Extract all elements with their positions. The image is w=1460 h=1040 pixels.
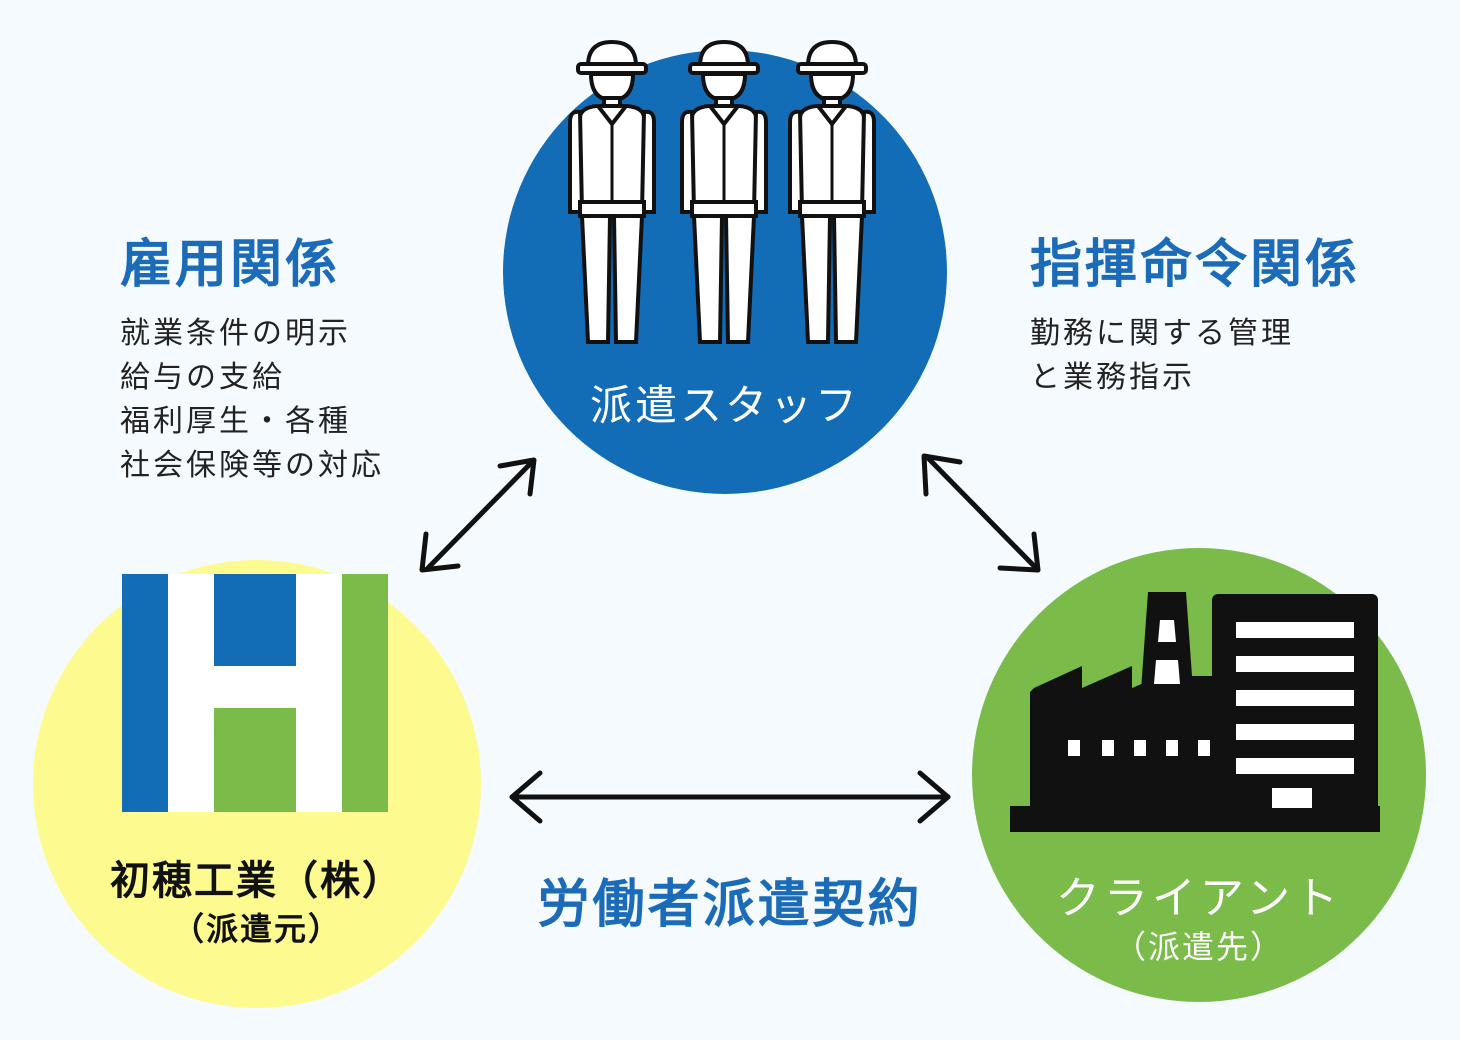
factory-building-icon <box>1010 592 1380 832</box>
client-name: クライアント <box>1055 873 1343 924</box>
command-line: 勤務に関する管理 <box>1030 316 1294 351</box>
command-title: 指揮命令関係 <box>1030 235 1361 295</box>
company-h-logo-icon <box>122 574 388 812</box>
employment-line: 福利厚生・各種 <box>120 404 351 439</box>
employment-description: 就業条件の明示 給与の支給 福利厚生・各種 社会保険等の対応 <box>120 312 384 488</box>
staff-label: 派遣スタッフ <box>589 381 860 430</box>
company-role: （派遣元） <box>171 910 342 948</box>
command-description: 勤務に関する管理 と業務指示 <box>1030 312 1294 400</box>
client-role: （派遣先） <box>1113 928 1284 966</box>
employment-title: 雇用関係 <box>120 235 341 295</box>
employment-line: 就業条件の明示 <box>120 316 351 351</box>
command-line: と業務指示 <box>1030 360 1195 395</box>
contract-label: 労働者派遣契約 <box>537 875 923 935</box>
company-name: 初穂工業（株） <box>110 858 404 904</box>
employment-line: 社会保険等の対応 <box>120 448 384 483</box>
employment-line: 給与の支給 <box>120 360 285 395</box>
